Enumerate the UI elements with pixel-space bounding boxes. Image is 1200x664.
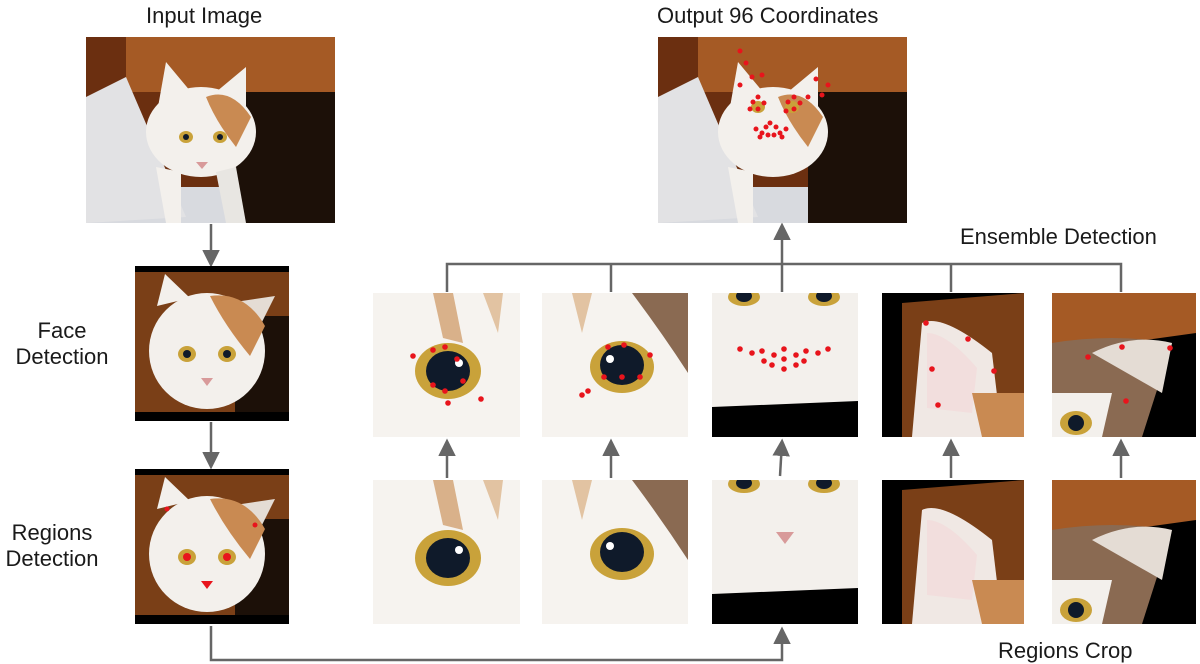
input-image	[86, 37, 335, 223]
crop-left-eye	[373, 480, 520, 624]
ensemble-nose-mouth	[712, 293, 858, 437]
regions-crop-label: Regions Crop	[998, 638, 1133, 663]
regions-detection-label: Regions Detection	[5, 520, 99, 571]
output-image	[658, 37, 907, 223]
crop-nose-mouth	[712, 480, 858, 624]
face-detection-image	[135, 266, 289, 421]
ensemble-bus	[445, 262, 1123, 292]
regions-detection-image	[135, 469, 289, 624]
crop-left-ear	[882, 480, 1024, 624]
arrow-crop3-up	[772, 438, 790, 477]
ensemble-left-eye	[373, 293, 520, 437]
face-detection-label: Face Detection	[15, 318, 109, 369]
ensemble-detection-label: Ensemble Detection	[960, 224, 1157, 249]
line-regions-to-crop	[209, 626, 791, 662]
crop-right-ear	[1052, 480, 1196, 624]
ensemble-right-ear	[1052, 293, 1196, 437]
input-image-label: Input Image	[146, 3, 263, 28]
crop-right-eye	[542, 480, 688, 624]
ensemble-left-ear	[882, 293, 1024, 437]
output-label: Output 96 Coordinates	[657, 3, 879, 28]
ensemble-right-eye	[542, 293, 688, 437]
